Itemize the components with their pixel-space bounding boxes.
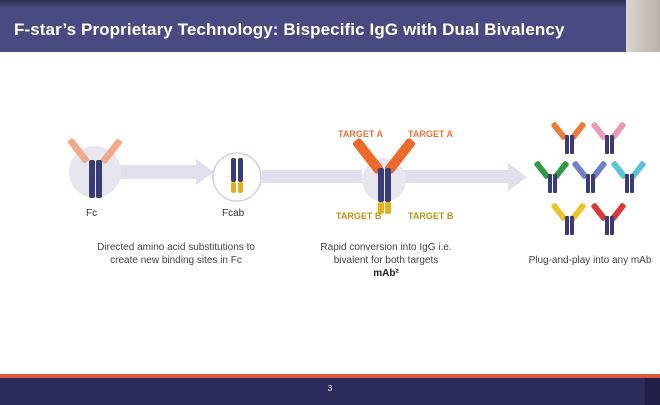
mab2-caption-bold: mAb²	[373, 268, 399, 279]
palette-antibody-pink	[591, 122, 626, 154]
fcab-label: Fcab	[222, 208, 245, 219]
technology-diagram	[67, 122, 646, 235]
slide-title: F-star’s Proprietary Technology: Bispeci…	[14, 20, 565, 39]
footer-accent-line	[0, 374, 660, 378]
target-a-left-label: TARGET A	[338, 129, 383, 139]
palette-antibody-green	[534, 161, 569, 193]
palette-antibody-cyan	[611, 161, 646, 193]
fc-caption: Directed amino acid substitutions to cre…	[97, 242, 255, 266]
viewer-control[interactable]	[645, 378, 660, 405]
slide-footer	[0, 378, 660, 405]
target-b-left-label: TARGET B	[336, 211, 382, 221]
page-number: 3	[327, 384, 333, 393]
palette-antibody-yellow	[551, 203, 586, 235]
palette-antibody-blue	[572, 161, 607, 193]
fc-antibody	[67, 138, 122, 198]
flow-arrow-2	[262, 170, 362, 183]
mab2-caption-text: Rapid conversion into IgG i.e. bivalent …	[320, 242, 452, 266]
palette-antibody-orange	[551, 122, 586, 154]
palette-caption: Plug-and-play into any mAb	[528, 255, 652, 266]
fcab-fragment	[212, 152, 262, 202]
target-b-right-label: TARGET B	[408, 211, 454, 221]
target-a-right-label: TARGET A	[408, 129, 453, 139]
palette-antibody-red	[591, 203, 626, 235]
flow-arrow-1	[118, 159, 214, 185]
webcam-thumbnail	[626, 0, 660, 52]
flow-arrow-3	[402, 163, 527, 191]
mab2-caption: Rapid conversion into IgG i.e. bivalent …	[316, 241, 456, 280]
antibody-palette	[534, 122, 646, 235]
mab2-antibody	[352, 138, 416, 214]
slide-header: F-star’s Proprietary Technology: Bispeci…	[0, 0, 660, 52]
header-shade	[0, 0, 660, 8]
fc-label: Fc	[86, 208, 98, 219]
